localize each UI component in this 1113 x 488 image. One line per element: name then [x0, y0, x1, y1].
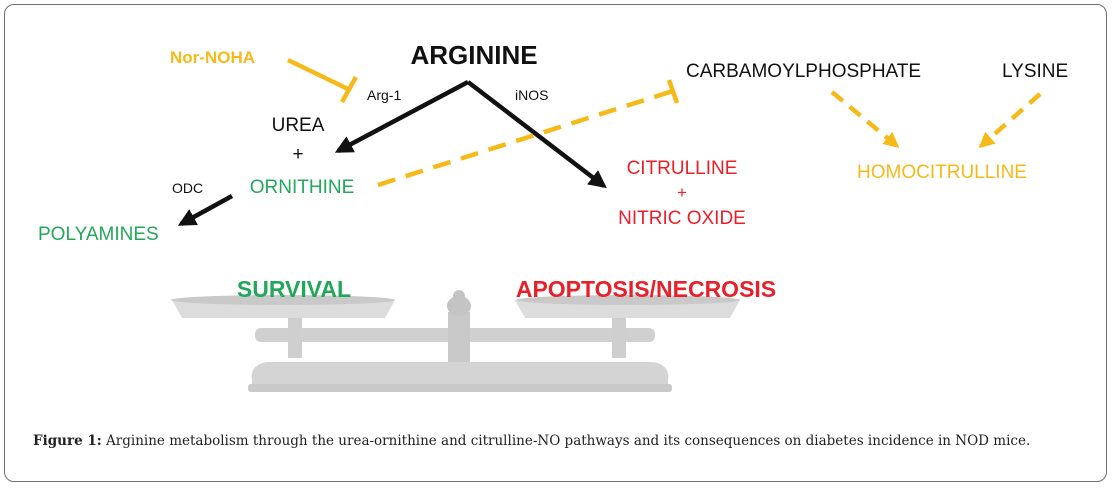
arrow-arginine-to-citrulline — [466, 80, 607, 189]
arrow-arginine-to-urea — [334, 80, 470, 153]
inos-enzyme-label: iNOS — [515, 87, 548, 103]
arginine-label: ARGININE — [410, 40, 537, 70]
balance-scale-illustration — [171, 290, 740, 392]
figure-caption-text: Arginine metabolism through the urea-orn… — [101, 433, 1031, 449]
citrulline-label: CITRULLINE — [627, 158, 738, 179]
arrow-ornithine-to-polyamines — [177, 194, 234, 226]
nor-noha-label: Nor-NOHA — [170, 48, 255, 67]
arrow-lysine-to-homocitrulline — [978, 92, 1042, 149]
apoptosis-necrosis-label: APOPTOSIS/NECROSIS — [516, 276, 776, 302]
odc-enzyme-label: ODC — [172, 180, 203, 196]
lysine-label: LYSINE — [1002, 61, 1068, 82]
figure-frame — [4, 4, 1107, 482]
figure-caption: Figure 1: Arginine metabolism through th… — [33, 433, 1093, 449]
arg1-enzyme-label: Arg-1 — [367, 87, 401, 103]
inhibition-line-nor-noha — [287, 57, 349, 92]
nitric-oxide-label: NITRIC OXIDE — [618, 208, 746, 229]
plus-urea-label: + — [292, 144, 303, 165]
inhibition-bar-nor-noha — [340, 75, 358, 104]
arrow-carbamoylphosphate-to-homocitrulline — [830, 90, 900, 149]
plus-citrulline-label: + — [677, 183, 687, 202]
inhibition-bar-carbamoylphosphate — [666, 79, 680, 104]
dashed-inhibition-line-carbamoylphosphate — [377, 88, 674, 188]
carbamoylphosphate-label: CARBAMOYLPHOSPHATE — [686, 61, 921, 82]
homocitrulline-label: HOMOCITRULLINE — [857, 162, 1027, 183]
survival-label: SURVIVAL — [237, 276, 351, 302]
figure-caption-label: Figure 1: — [33, 433, 102, 449]
ornithine-label: ORNITHINE — [250, 177, 355, 198]
urea-label: UREA — [272, 115, 325, 136]
polyamines-label: POLYAMINES — [38, 224, 159, 245]
